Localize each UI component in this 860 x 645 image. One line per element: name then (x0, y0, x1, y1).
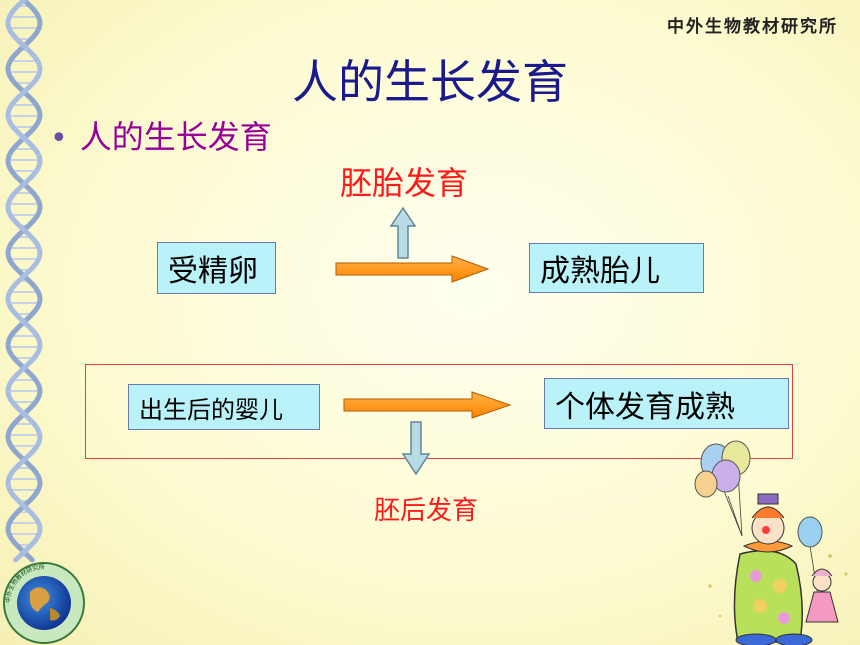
fertilized-egg-box: 受精卵 (157, 242, 276, 294)
up-arrow-icon (389, 206, 417, 259)
bullet-dot-icon: • (50, 121, 68, 156)
mature-fetus-label: 成熟胎儿 (540, 254, 660, 289)
newborn-box: 出生后的婴儿 (128, 384, 320, 430)
embryonic-development-label: 胚胎发育 (340, 164, 469, 202)
mature-fetus-box: 成熟胎儿 (529, 243, 704, 293)
post-embryonic-development-label: 胚后发育 (374, 496, 479, 526)
organization-name: 中外生物教材研究所 (667, 17, 838, 37)
newborn-label: 出生后的婴儿 (139, 395, 283, 424)
bullet-text: 人的生长发育 (79, 118, 272, 156)
institute-logo: 中外生物教材研究所 (3, 562, 85, 644)
right-arrow-icon (343, 391, 512, 419)
fertilized-egg-label: 受精卵 (168, 254, 258, 289)
mature-individual-box: 个体发育成熟 (544, 378, 789, 429)
right-arrow-icon (335, 255, 490, 283)
clown-balloons-illustration (694, 440, 848, 645)
dna-helix-decoration (5, 0, 43, 563)
postnatal-frame (85, 364, 793, 459)
bullet-item: • 人的生长发育 (50, 112, 272, 158)
down-arrow-icon (401, 421, 431, 476)
slide-title: 人的生长发育 (292, 55, 568, 109)
mature-individual-label: 个体发育成熟 (555, 389, 735, 425)
